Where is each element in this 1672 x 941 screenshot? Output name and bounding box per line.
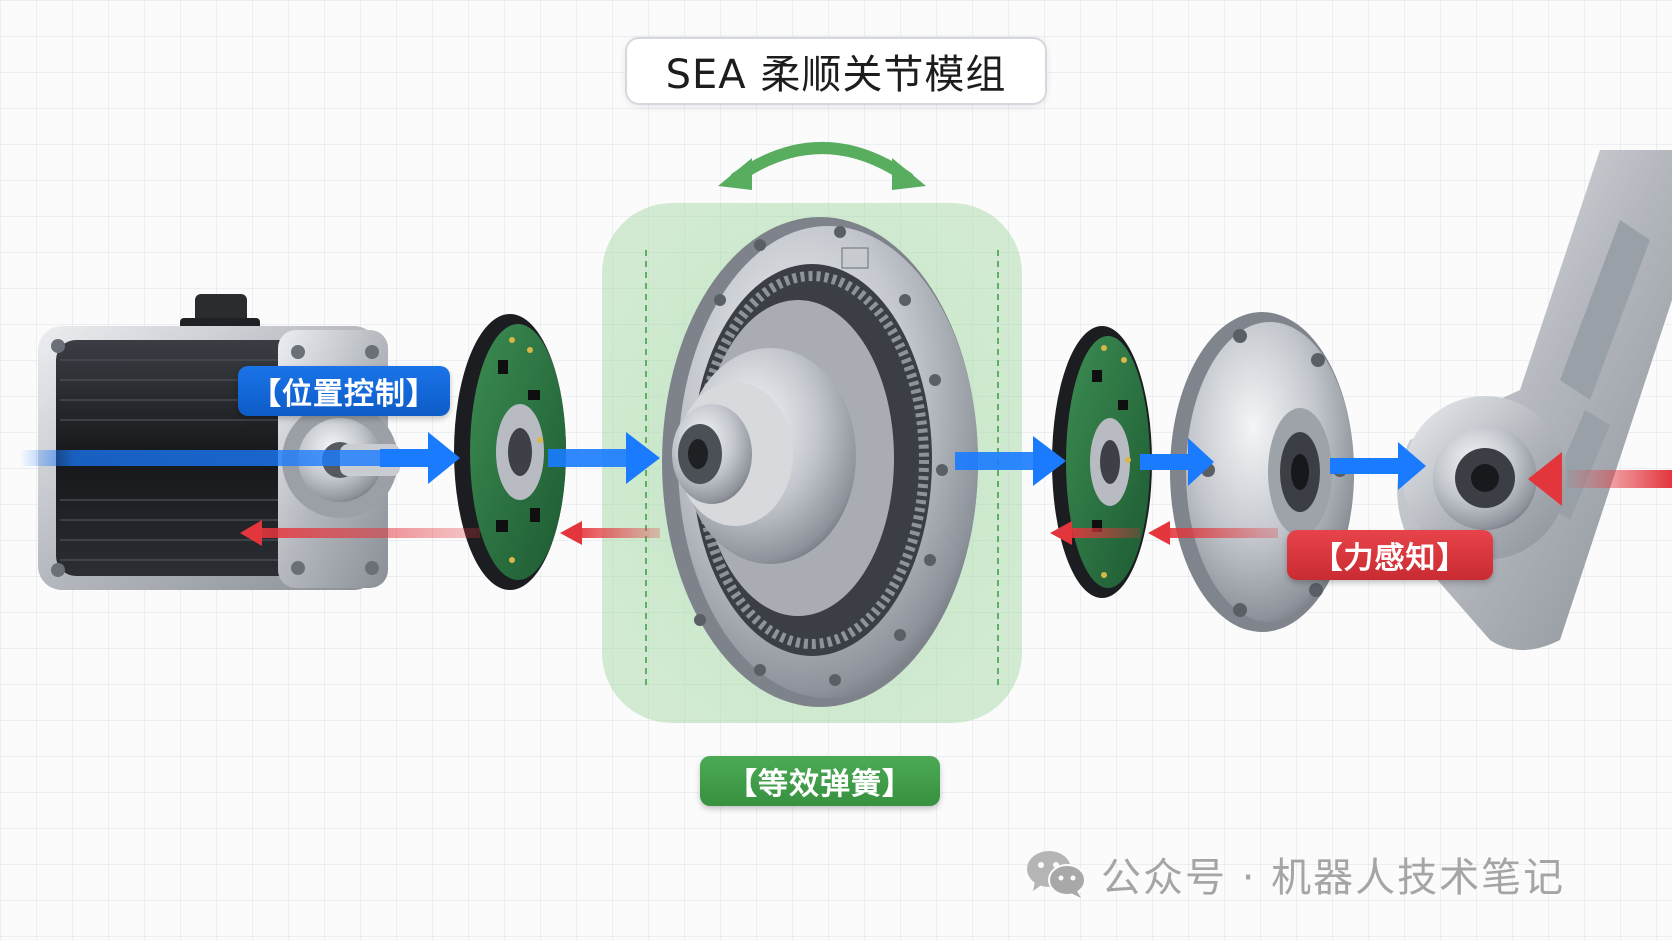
force-sensing-label: 【力感知】 <box>1287 530 1493 580</box>
harmonic-reducer <box>662 217 978 707</box>
page-title: SEA 柔顺关节模组 <box>625 37 1047 105</box>
robot-link-arm <box>1397 150 1672 650</box>
servo-motor <box>38 294 400 590</box>
rotation-arrow-icon <box>718 142 926 190</box>
position-control-label: 【位置控制】 <box>238 366 450 416</box>
equivalent-spring-label: 【等效弹簧】 <box>700 756 940 806</box>
encoder-board-right <box>1052 326 1152 598</box>
watermark-text: 公众号 · 机器人技术笔记 <box>1101 855 1566 901</box>
encoder-board-left <box>454 314 566 590</box>
control-signal-flow <box>20 432 1426 490</box>
watermark: 公众号 · 机器人技术笔记 <box>1025 846 1565 902</box>
force-feedback-flow <box>240 452 1672 546</box>
wechat-icon <box>1027 851 1086 898</box>
